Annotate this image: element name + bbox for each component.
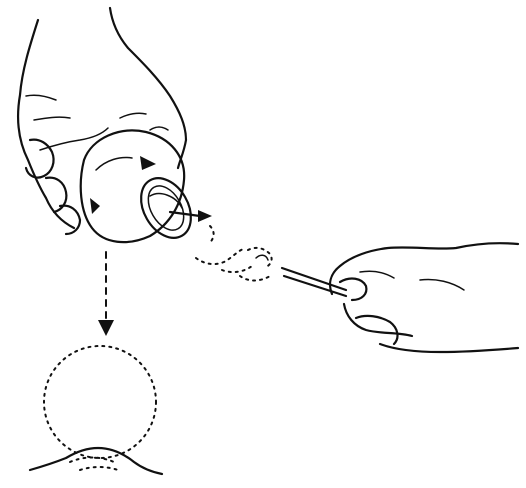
dust-puff-drawing bbox=[196, 226, 272, 281]
right-hand-drawing bbox=[282, 243, 518, 352]
dotted-circle bbox=[44, 346, 156, 458]
bulb-drawing bbox=[81, 130, 212, 246]
ground-mound-drawing bbox=[30, 448, 162, 474]
left-hand-drawing bbox=[18, 8, 186, 234]
falling-arrow bbox=[98, 252, 114, 336]
